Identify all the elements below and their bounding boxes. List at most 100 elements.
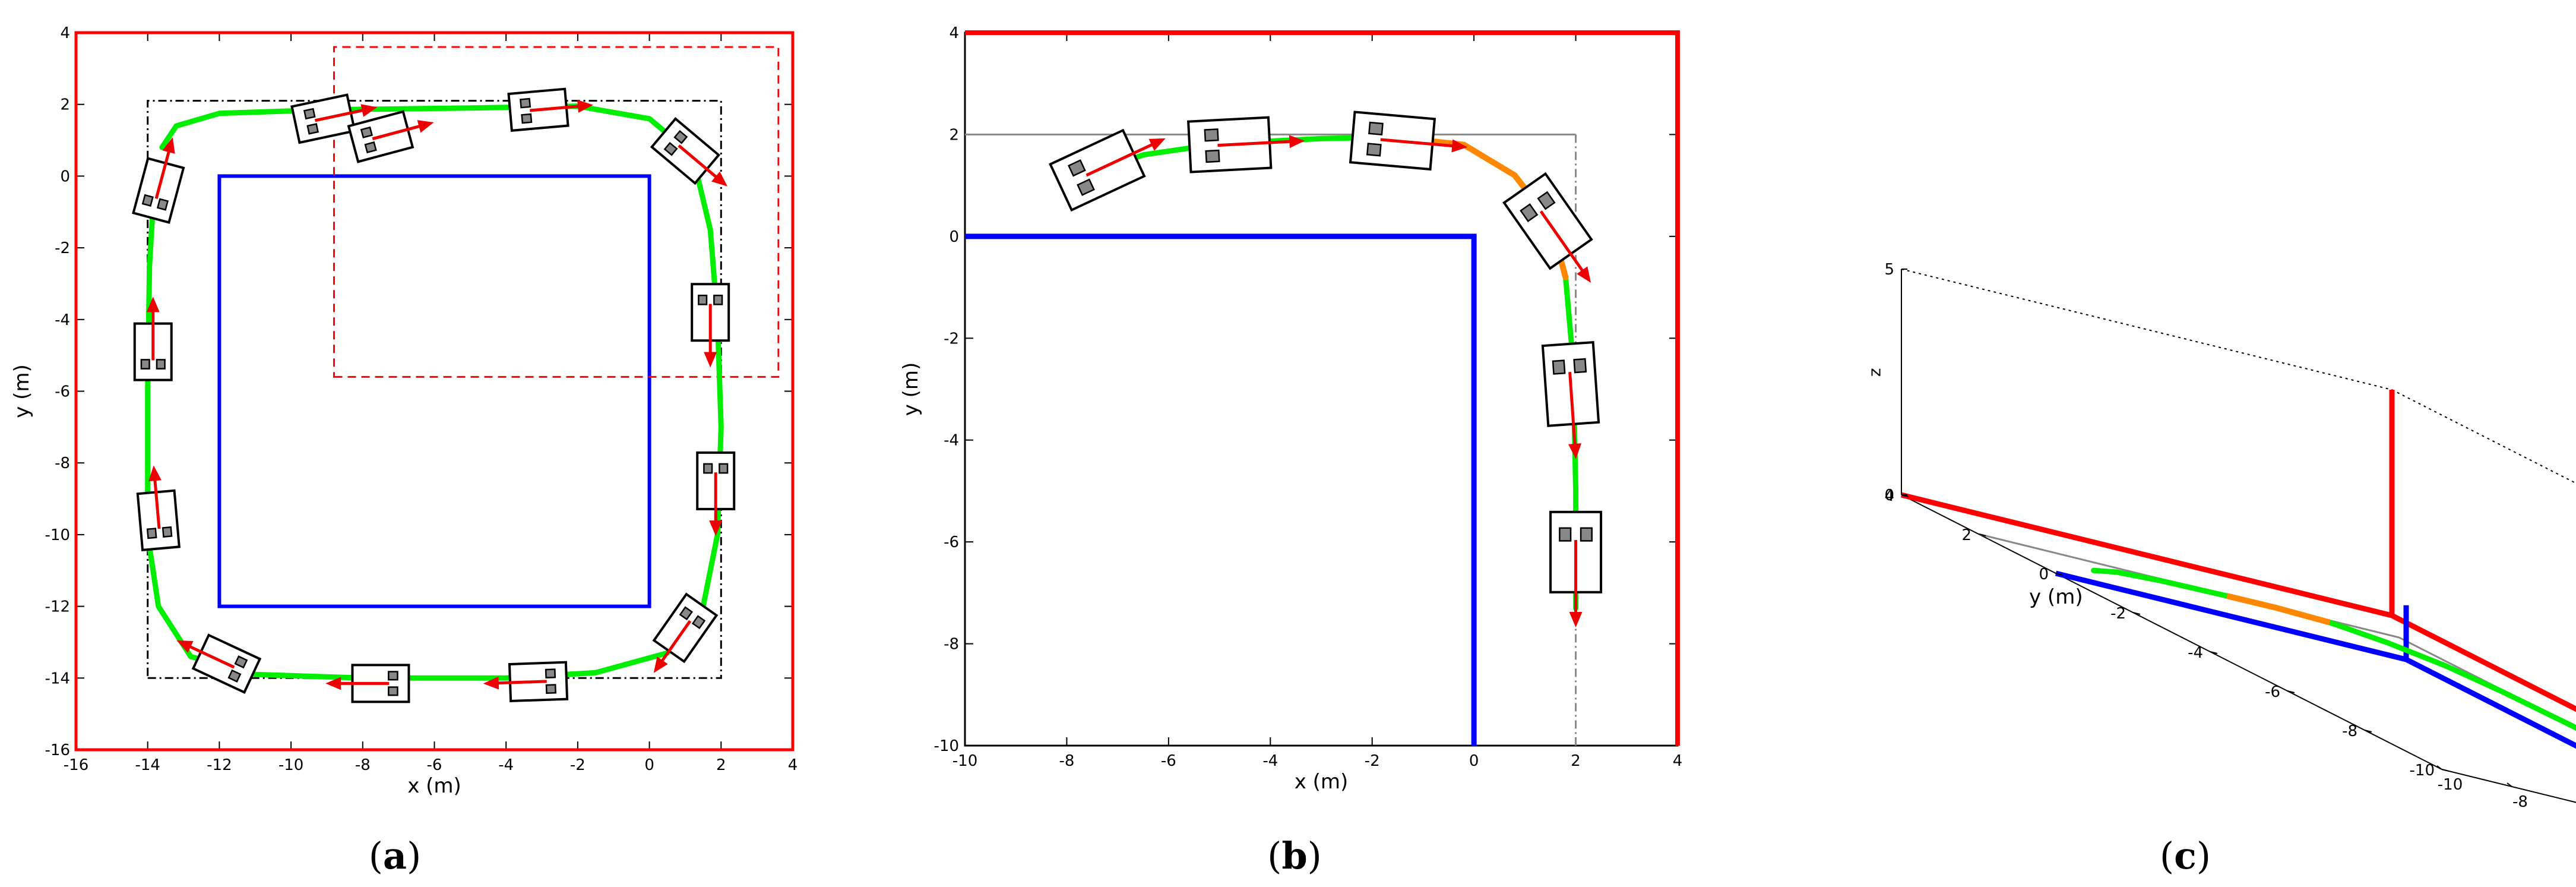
heading-arrow-head xyxy=(711,171,728,187)
vehicle xyxy=(1549,510,1603,628)
x-tick-label: 4 xyxy=(1673,752,1683,770)
z-tick-label: 5 xyxy=(1884,261,1894,279)
vehicle xyxy=(1349,111,1468,171)
y-tick-label: 4 xyxy=(949,24,959,42)
vehicle-seat xyxy=(156,359,166,370)
heading-arrow-head xyxy=(483,676,499,690)
vehicle xyxy=(136,465,181,551)
y-tick-label: -8 xyxy=(55,454,70,472)
y-tick-label: -10 xyxy=(45,526,70,544)
outer-wall xyxy=(1900,492,2576,712)
zoom-region xyxy=(333,46,780,378)
vehicle xyxy=(507,87,593,132)
y-tick-label: -2 xyxy=(2110,605,2126,623)
vehicle-seat xyxy=(1520,203,1539,223)
vehicle-seat xyxy=(520,97,531,109)
reference-line xyxy=(2398,636,2576,728)
vehicle-seat xyxy=(360,126,374,138)
x-tick-label: -10 xyxy=(2438,776,2463,794)
heading-arrow-shaft xyxy=(153,472,161,529)
top-edge xyxy=(1901,269,2393,390)
x-tick-label: -2 xyxy=(1365,752,1380,770)
heading-arrow-head xyxy=(417,120,434,133)
heading-arrow-shaft xyxy=(154,143,173,199)
vehicle-seat xyxy=(1067,159,1086,177)
x-axis-label: x (m) xyxy=(407,774,461,798)
x-axis-line xyxy=(2441,769,2576,803)
x-tick-label: -6 xyxy=(1161,752,1176,770)
vehicle-seat xyxy=(1580,527,1593,542)
x-tick xyxy=(2507,782,2512,787)
heading-arrow-head xyxy=(1577,266,1591,283)
panel-label-c: (c) xyxy=(2160,834,2211,877)
x-tick-label: 2 xyxy=(1571,752,1581,770)
vehicle-seat xyxy=(162,526,173,538)
vehicle-seat xyxy=(303,108,316,120)
vehicle-seat xyxy=(1552,359,1566,375)
panel-label-b: (b) xyxy=(1267,834,1322,877)
y-axis-line xyxy=(1901,494,2442,770)
vehicle xyxy=(132,137,185,224)
y-axis-label: y (m) xyxy=(899,362,923,416)
vehicle-path xyxy=(2091,567,2576,731)
outer-wall xyxy=(965,30,1680,746)
vehicle xyxy=(691,283,730,368)
y-tick-label: -16 xyxy=(45,741,70,759)
y-tick xyxy=(2287,690,2295,693)
y-tick xyxy=(2055,573,2064,576)
x-tick-label: -8 xyxy=(355,756,371,774)
heading-arrow-head xyxy=(704,352,717,368)
heading-arrow-shaft xyxy=(1380,138,1461,149)
vehicle-seat xyxy=(364,141,377,154)
x-tick-label: -12 xyxy=(207,756,232,774)
y-tick-label: -4 xyxy=(55,311,70,329)
vehicle-seat xyxy=(1366,143,1382,157)
vehicle-seat xyxy=(673,130,688,144)
vehicle-seat xyxy=(1573,358,1587,374)
y-tick-label: -6 xyxy=(2265,683,2280,701)
y-axis-label: y (m) xyxy=(10,364,34,418)
vehicle-seat xyxy=(698,294,708,305)
vehicle-seat xyxy=(156,198,169,211)
heading-arrow-shaft xyxy=(182,642,235,669)
heading-arrow-head xyxy=(146,296,160,312)
panel-label-a: (a) xyxy=(369,834,422,877)
heading-arrow-head xyxy=(1289,135,1305,149)
top-edge xyxy=(2391,389,2576,484)
heading-arrow-shaft xyxy=(656,620,692,668)
y-tick-label: -4 xyxy=(944,432,959,450)
x-tick-label: -10 xyxy=(952,752,977,770)
y-tick-label: -2 xyxy=(55,239,70,257)
y-tick-label: -14 xyxy=(45,670,70,687)
heading-arrow-head xyxy=(653,656,668,673)
outer-boundary xyxy=(74,31,795,752)
vehicle xyxy=(347,110,434,163)
y-tick xyxy=(1978,534,1986,536)
heading-arrow-head xyxy=(360,104,378,117)
y-tick-label: 0 xyxy=(2039,566,2049,583)
y-tick-label: -10 xyxy=(934,737,959,755)
vehicle-seat xyxy=(545,668,556,678)
y-tick-label: -12 xyxy=(45,598,70,616)
x-tick-label: -8 xyxy=(1059,752,1074,770)
vehicle xyxy=(483,661,569,703)
heading-arrow-head xyxy=(148,465,162,482)
vehicle-seat xyxy=(306,123,319,135)
vehicle xyxy=(1502,172,1593,283)
y-tick-label: 2 xyxy=(949,126,959,144)
vehicle-path xyxy=(145,103,724,681)
vehicle-seat xyxy=(1077,178,1095,196)
heading-arrow-shaft xyxy=(372,122,428,141)
inner-obstacle xyxy=(217,174,651,608)
x-tick-label: 0 xyxy=(644,756,654,774)
heading-arrow-shaft xyxy=(1086,140,1160,177)
vehicle-seat xyxy=(1559,527,1572,542)
x-tick-label: 4 xyxy=(788,756,798,774)
vehicle xyxy=(696,451,736,536)
vehicle-seat xyxy=(227,669,242,683)
vehicle xyxy=(133,296,173,381)
x-tick-label: -4 xyxy=(1262,752,1278,770)
vehicle-seat xyxy=(388,671,398,681)
vehicle xyxy=(1049,128,1166,212)
